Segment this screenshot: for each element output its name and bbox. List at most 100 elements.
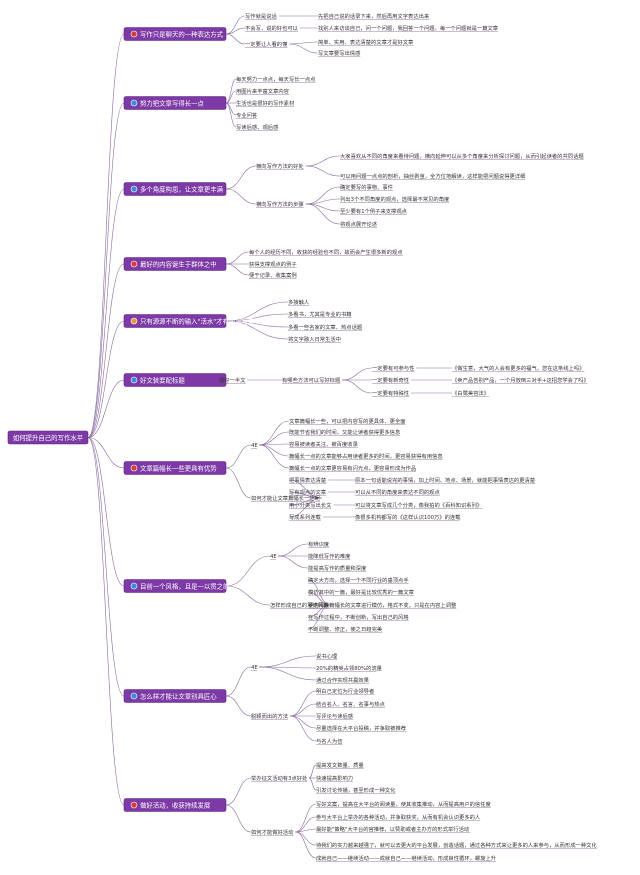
topic-node-label: 最好的内容诞生于群体之中 [140, 259, 217, 268]
node-label: 多看一些名家的文章、热点话题 [288, 323, 363, 331]
link-branches.6.children.1-0 [288, 479, 322, 499]
node-label: 快速提高影响力 [316, 774, 353, 782]
link-branches.9-0 [225, 777, 252, 806]
topic-node-9[interactable]: 怎么样才能让文章别具匠心 [123, 689, 227, 703]
link-branches.9.children.0-2 [308, 777, 317, 791]
node-label: 横向写作方法的步骤 [256, 200, 304, 208]
node-label: 与名人为伍 [316, 737, 343, 745]
node-label: 写评论与读后感 [316, 712, 354, 720]
node-label: 可以用问题一点点的剖析，抽丝剥茧，全方位地解读，这样能把问题说得更详细 [340, 172, 525, 180]
node-label: 容易被读者关注、被百度收录 [289, 440, 359, 448]
link-branches.6.children.1-1 [288, 491, 322, 499]
node-label: 4E [251, 665, 258, 671]
topic-node-4[interactable]: 最好的内容诞生于群体之中 [123, 257, 227, 271]
link-branches.7.children.1-1 [307, 591, 331, 606]
node-label: 列出3个不同角度的观点，选择最不常见的角度 [340, 195, 450, 203]
node-label: 不会写，说的好也可以 [245, 24, 299, 32]
node-label: 要选择最篇幅长的文章进行模仿，格式不变，只是在内容上调整 [308, 601, 457, 609]
node-label: 写成系列连载 [289, 513, 321, 521]
node-label: 文章篇幅长一些，可以把内容写的更具体、更全面 [289, 417, 406, 425]
topic-node-5[interactable]: 只有源源不断的输入"活水"才有内容可写 [123, 314, 255, 328]
link-branches.8-1 [225, 695, 252, 717]
node-label: 说书心理 [316, 652, 338, 660]
node-label: 有辨识度 [308, 540, 330, 548]
link-branches.2-0 [225, 165, 257, 190]
topic-node-2[interactable]: 努力把文章写得长一点 [123, 96, 227, 110]
link-branches.9-1 [225, 804, 252, 833]
link-branches.1-0 [225, 78, 237, 104]
topic-node-6[interactable]: 好文装要配标题 [123, 373, 227, 387]
root-node[interactable]: 如何提升自己的写作水平 [7, 430, 89, 445]
node-label: 能提高写作的质量和深度 [308, 564, 367, 572]
topic-node-box [123, 27, 227, 41]
node-label: 引发讨论传播，甚至形成一种文化 [316, 786, 396, 794]
link-branches.4-3 [225, 320, 289, 340]
link-branches.9.children.1-2 [295, 828, 317, 833]
topic-node-label: 只有源源不断的输入"活水"才有内容可写 [140, 316, 255, 325]
link-branches.6.children.1-3 [288, 497, 322, 518]
node-label: 提高发文数量、质量 [316, 761, 364, 769]
topic-node-3[interactable]: 多个角度构思，让文章更丰满 [123, 182, 227, 196]
node-label: 尽量选择在大平台投稿，并争取被推荐 [316, 724, 407, 732]
node-label: 用小分类写出长文 [289, 501, 332, 509]
topic-node-7[interactable]: 文章篇幅长一些更具有优势 [123, 461, 227, 475]
node-label: 怎样形成自己的写作风格 [270, 601, 329, 609]
link-branches.4-0 [225, 301, 289, 322]
root-link-1 [87, 102, 125, 438]
node-label: 可以从不同的角度来表达不同的观点 [355, 488, 440, 496]
root-link-3 [87, 263, 125, 438]
link-branches.2.children.1-2 [305, 203, 341, 212]
link-branches.0-0 [225, 15, 246, 35]
link-branches.8.children.0-2 [258, 666, 317, 681]
root-node-box [7, 430, 89, 445]
link-branches.7.children.0-2 [277, 555, 309, 569]
node-label: 大家喜欢从不同的角度来看待问题，横向延伸可以从多个角度来分析探讨问题，从而引起读… [340, 152, 584, 160]
node-label: 生活也是很好的写作素材 [236, 99, 295, 107]
topic-node-1[interactable]: 写作只是聊天的一种表达方式 [123, 27, 227, 41]
link-branches.2.children.1-0 [305, 186, 341, 205]
node-label: 一定要有新奇性 [372, 376, 410, 384]
link-branches.2-1 [225, 188, 257, 205]
topic-node-label: 文章篇幅长一些更具有优势 [140, 463, 217, 472]
link-branches.6.children.0-4 [258, 444, 290, 469]
root-link-0 [87, 33, 125, 438]
link-branches.2.children.0-1 [305, 165, 341, 177]
link-branches.8.children.1-3 [290, 715, 317, 729]
topic-node-8[interactable]: 目前一个风格，且是一以贯之的 [123, 579, 229, 593]
node-label: 题好一半文 [219, 376, 246, 384]
node-label: 通过合作实现共赢效果 [316, 676, 370, 684]
link-branches.8.children.1-1 [290, 703, 317, 717]
node-label: 确定要写的事物、事件 [340, 183, 394, 191]
node-label: 把事情表达清楚 [289, 476, 327, 484]
link-branches.8-0 [225, 666, 252, 697]
node-label: 写文章要写出情感 [318, 49, 361, 57]
node-label: 横向写作方法的好处 [256, 162, 304, 170]
node-label: 篇幅长一点的文章更容易有闪光点，更容易形成为作品 [289, 464, 416, 472]
orange-bullet-icon [130, 317, 138, 325]
node-label: 一定要有可参与性 [372, 364, 415, 372]
node-label: 写有观点的文章 [289, 488, 327, 496]
node-label: 结合名人、名言、名事与热点 [316, 700, 386, 708]
node-label: 篇幅长一点的文章能够占用读者更多的时间，更容易获得有用信息 [289, 452, 443, 460]
topic-node-10[interactable]: 做好活动，收获持续发展 [123, 798, 227, 812]
link-branches.7.children.0-0 [277, 543, 309, 557]
topic-node-label: 怎么样才能让文章别具匠心 [140, 691, 217, 700]
blue-bullet-icon [130, 582, 138, 590]
connector-lines [87, 15, 597, 862]
red-bullet-icon [130, 260, 138, 268]
root-link-2 [87, 188, 125, 438]
node-label: 像很多机构都写的《这样认识100万》的连载 [355, 513, 461, 521]
node-label: 既能节省我们的时间，又能让读者获得更多信息 [289, 428, 400, 436]
topic-node-box [123, 96, 227, 110]
link-branches.7.children.1-0 [307, 579, 331, 606]
link-branches.2.children.1-1 [305, 198, 341, 205]
node-label: 如何才能让文章篇幅长一些呢 [251, 494, 321, 502]
node-label: 简单、实用、表达清楚的文章才是好文章 [318, 38, 414, 46]
node-label: 模仿其中的一篇，最好是比较优秀的一篇文章 [308, 588, 415, 596]
root-link-8 [87, 437, 125, 697]
link-branches.7.children.1-4 [307, 604, 331, 630]
link-branches.7-1 [225, 585, 271, 606]
node-label: 至少要有1个例子来支撑观点 [340, 207, 408, 215]
root-node-label: 如何提升自己的写作水平 [13, 433, 84, 442]
node-label: 便于记录、收集案例 [249, 271, 297, 279]
